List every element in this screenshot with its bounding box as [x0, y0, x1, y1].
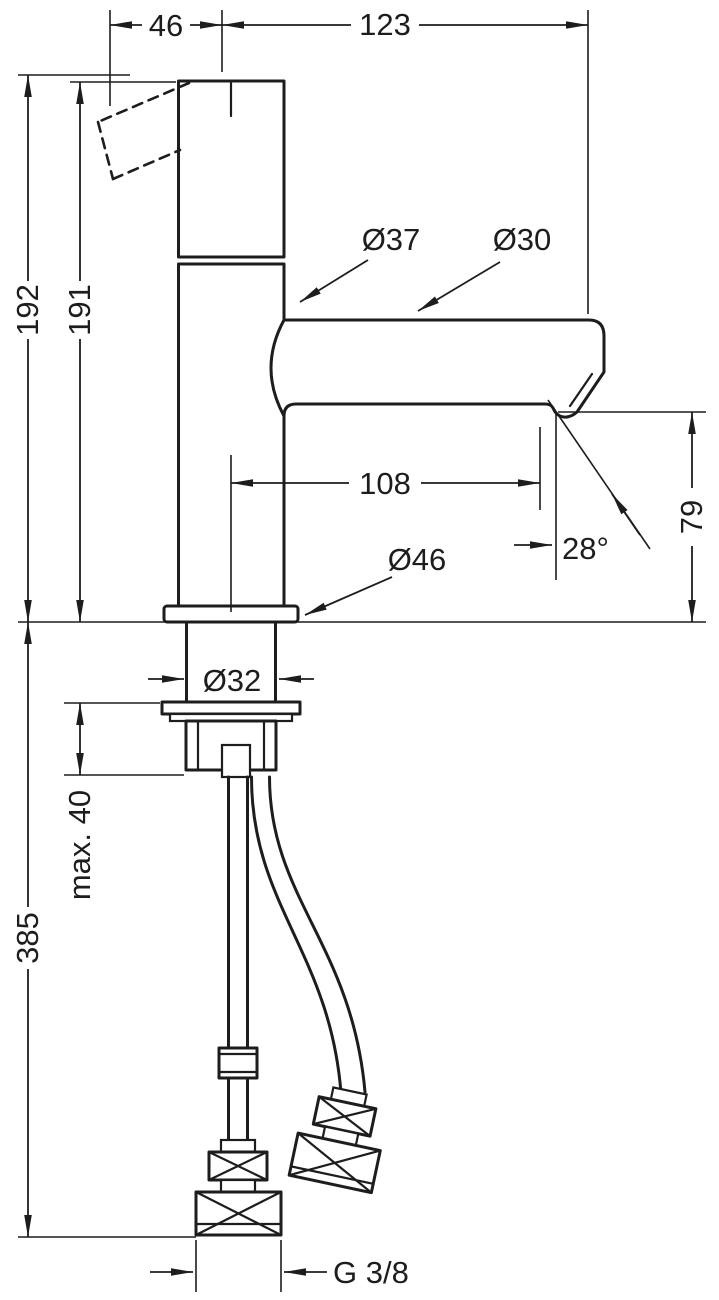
leader-dia-30: [417, 261, 501, 312]
leader-dia-46: [304, 576, 393, 616]
right-fitting: [287, 1086, 382, 1195]
nut-line: [289, 1165, 375, 1185]
dim-label-outlet-angle: 28°: [562, 531, 609, 566]
mounting-hardware: [160, 700, 302, 779]
dim-label-dia-base: Ø46: [388, 542, 447, 577]
dim-label-thread: G 3/8: [333, 1255, 409, 1290]
left-supply-hose: [194, 775, 283, 1237]
label-bg: [8, 907, 48, 969]
dim-label-height-below: 385: [10, 912, 45, 964]
knurl-hatch: [312, 1107, 377, 1126]
dim-label-spout-reach: 123: [359, 7, 411, 42]
mounting-washer: [160, 700, 302, 716]
dim-label-dia-shank: Ø32: [203, 663, 262, 698]
dim-label-dia-spout: Ø30: [493, 222, 552, 257]
tilted-handle-dashed: [96, 81, 191, 181]
label-bg: [672, 488, 712, 546]
nut-hatch: [194, 1190, 283, 1237]
dim-label-height-handle: 191: [62, 284, 97, 336]
spout-outline: [269, 318, 606, 419]
fitting-neck: [219, 1178, 257, 1194]
label-bg: [351, 5, 419, 41]
fitting-ferrule: [219, 1138, 257, 1154]
tilted-handle-edge: [96, 120, 115, 181]
label-bg: [142, 8, 190, 42]
hose-edge: [250, 775, 343, 1095]
dim-label-height-tilted: 192: [10, 284, 45, 336]
label-bg: [60, 281, 100, 339]
spout-group: [269, 318, 606, 419]
nut-hatch: [288, 1149, 382, 1177]
handle-group: [177, 79, 286, 259]
aerator-inner-edge: [568, 372, 594, 408]
label-bg: [349, 465, 421, 501]
dim-label-outlet-height: 79: [674, 500, 709, 534]
tilted-handle-edge: [111, 148, 182, 181]
shank-group: [185, 620, 277, 704]
right-supply-hose: [250, 775, 382, 1195]
dimensions: 46 123 192 191 Ø37 Ø30 108 79 28° Ø46 Ø3…: [8, 5, 712, 1292]
hose-edge: [268, 775, 367, 1094]
hose-guide-tab: [220, 743, 252, 779]
leader-dia-37: [299, 259, 369, 303]
knurl-hatch: [207, 1150, 269, 1182]
label-bg: [8, 281, 48, 339]
dim-label-handle-projection: 46: [149, 8, 183, 43]
tilted-handle-edge: [96, 81, 191, 124]
angle-arrow: [611, 493, 641, 536]
label-bg: [559, 530, 631, 568]
dim-label-outlet-offset: 108: [359, 466, 411, 501]
label-bg: [198, 660, 266, 698]
dim-label-mounting-max: max. 40: [62, 790, 97, 900]
hose-coupling: [217, 1046, 259, 1080]
dim-label-dia-body: Ø37: [362, 222, 421, 257]
